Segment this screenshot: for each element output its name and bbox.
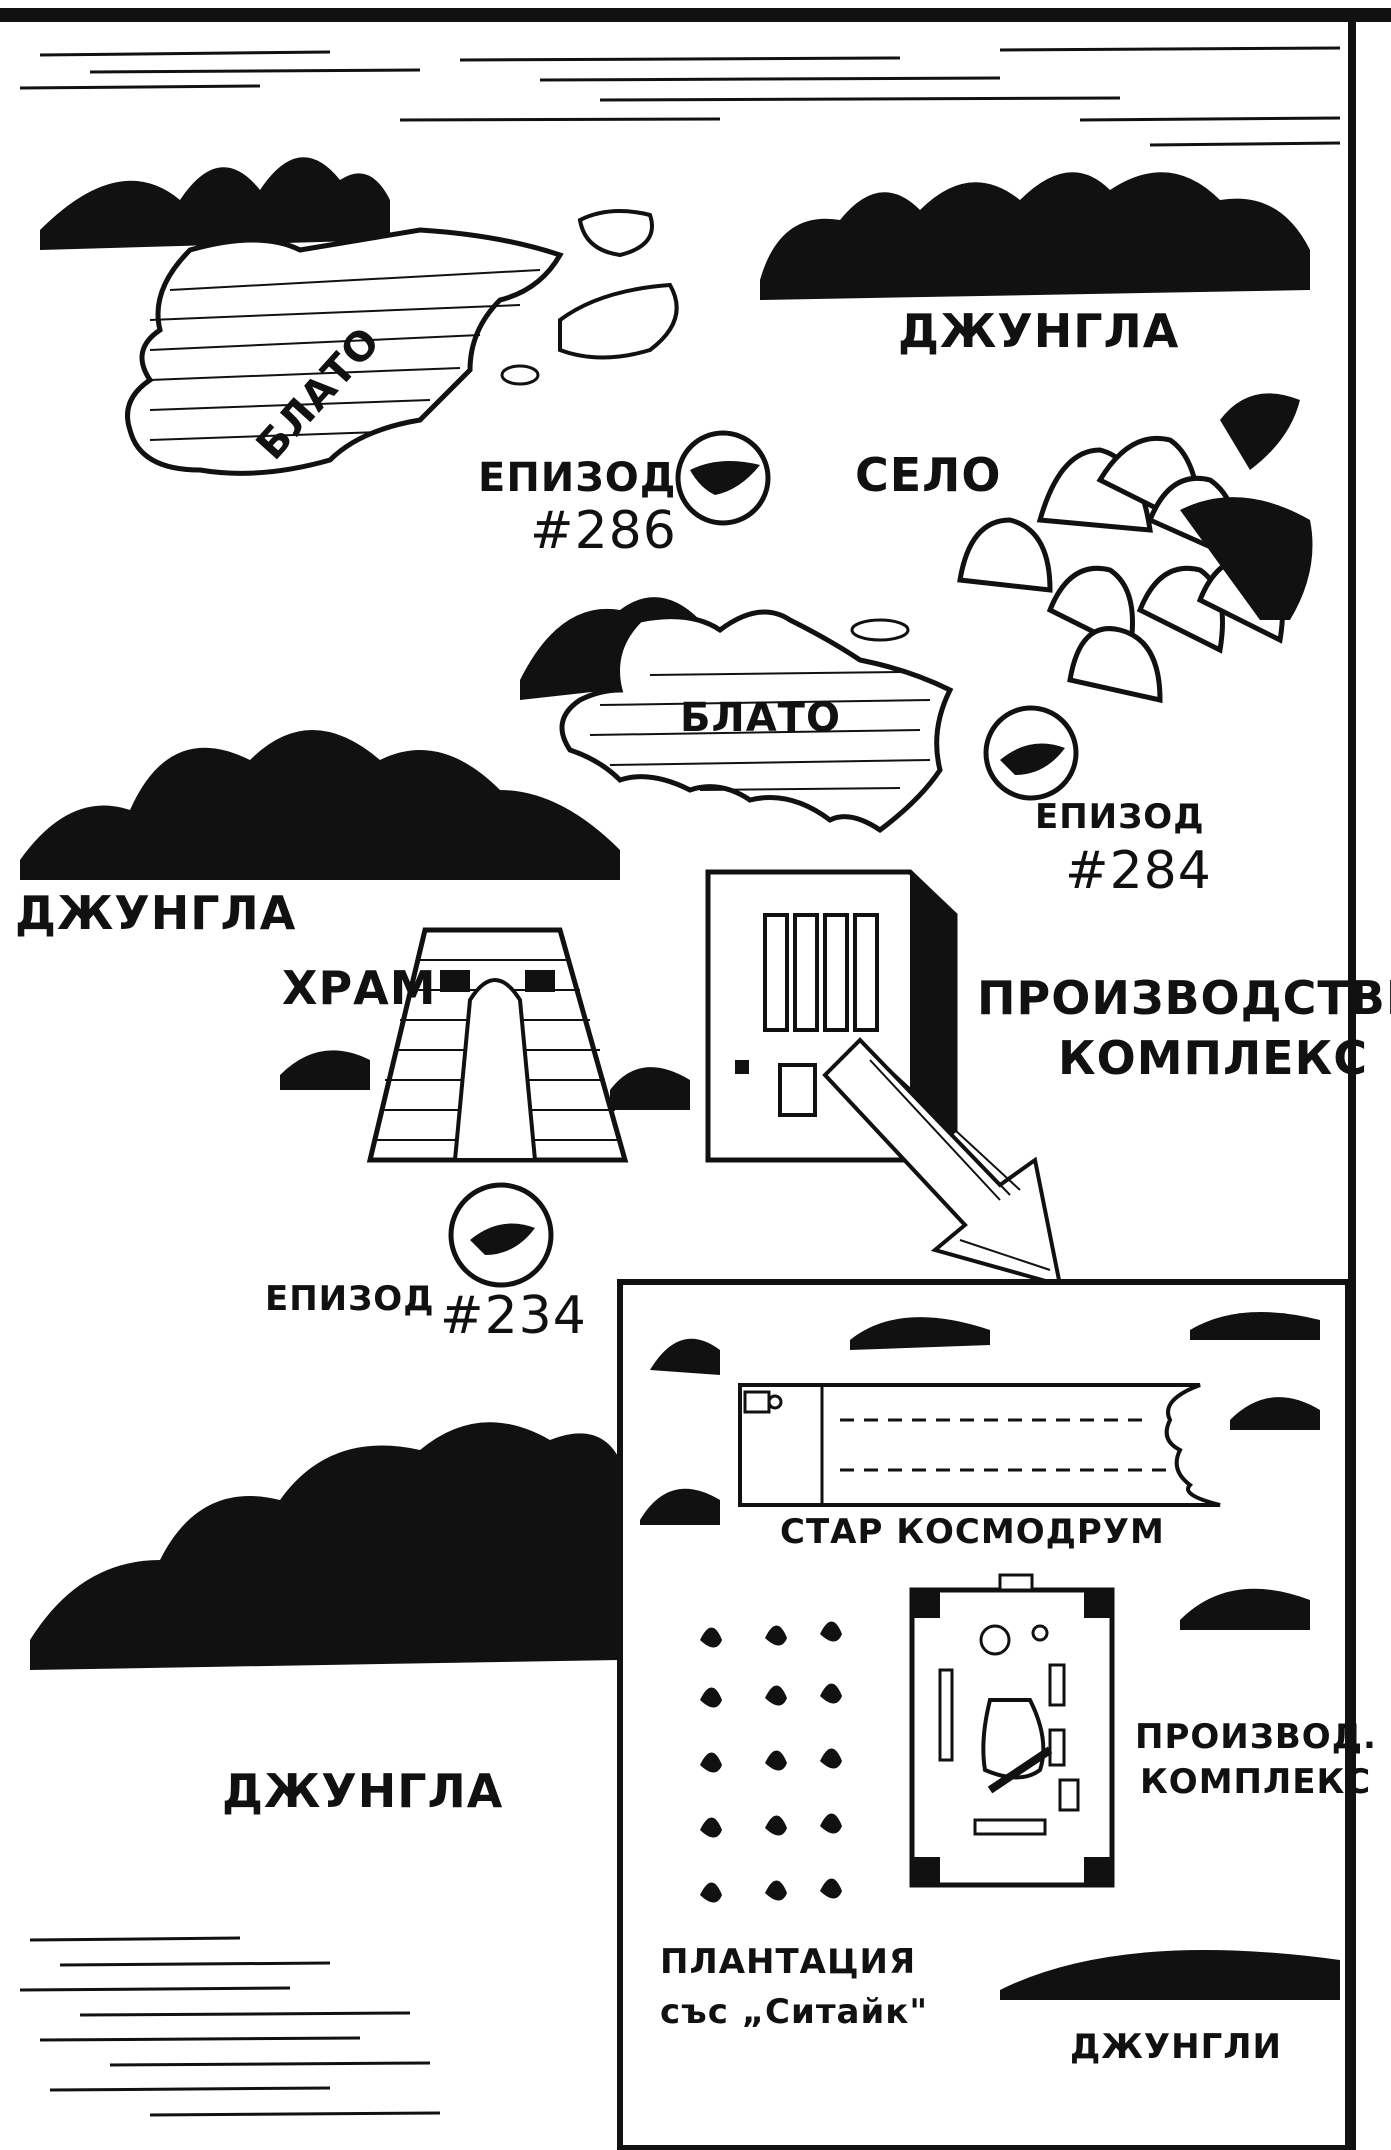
top-border <box>0 8 1391 22</box>
episode-286-emblem <box>675 430 771 526</box>
arrow-to-inset <box>822 1037 1063 1288</box>
label-production-complex-line1: ПРОИЗВОДСТВЕН <box>977 971 1391 1025</box>
label-jungle-left: ДЖУНГЛА <box>15 886 297 940</box>
label-episode-234-word: ЕПИЗОД <box>265 1279 435 1319</box>
label-episode-284-word: ЕПИЗОД <box>1035 797 1205 837</box>
label-temple: ХРАМ <box>282 961 437 1015</box>
label-jungle-bottom: ДЖУНГЛА <box>222 1764 504 1818</box>
swamp-middle <box>559 609 954 834</box>
right-border <box>1348 8 1356 2150</box>
episode-284-emblem <box>983 705 1079 801</box>
label-jungle-top-right: ДЖУНГЛА <box>898 304 1180 358</box>
label-village: СЕЛО <box>855 448 1002 502</box>
label-inset-production-line1: ПРОИЗВОД. <box>1135 1717 1377 1757</box>
label-episode-286-word: ЕПИЗОД <box>478 455 677 501</box>
old-spaceport <box>738 1383 1221 1507</box>
label-episode-284-number: #284 <box>1065 841 1212 901</box>
label-inset-production-line2: КОМПЛЕКС <box>1140 1762 1372 1802</box>
jungle-left <box>20 730 620 880</box>
label-old-spaceport: СТАР КОСМОДРУМ <box>780 1512 1165 1552</box>
label-jungles-inset: ДЖУНГЛИ <box>1070 2027 1282 2067</box>
label-episode-286-number: #286 <box>530 501 677 561</box>
label-episode-234-number: #234 <box>440 1286 587 1346</box>
label-production-complex-line2: КОМПЛЕКС <box>1058 1031 1368 1085</box>
grass-top-left <box>40 157 390 250</box>
temple <box>280 927 690 1163</box>
water-hatching-bottom <box>19 1936 441 2117</box>
label-plantation-line1: ПЛАНТАЦИЯ <box>660 1942 917 1982</box>
label-plantation-line2: със „Ситайк" <box>660 1992 929 2032</box>
jungle-top-right <box>760 172 1310 300</box>
inset-production-complex <box>909 1573 1115 1888</box>
water-hatching-top <box>19 46 1341 147</box>
village-palms <box>1180 393 1313 620</box>
jungle-bottom <box>30 1422 620 1670</box>
episode-234-emblem <box>448 1182 554 1288</box>
plantation <box>700 1621 842 1903</box>
inset-map <box>617 1279 1351 2150</box>
label-swamp-middle: БЛАТО <box>680 695 841 741</box>
swamp-top <box>125 209 679 476</box>
